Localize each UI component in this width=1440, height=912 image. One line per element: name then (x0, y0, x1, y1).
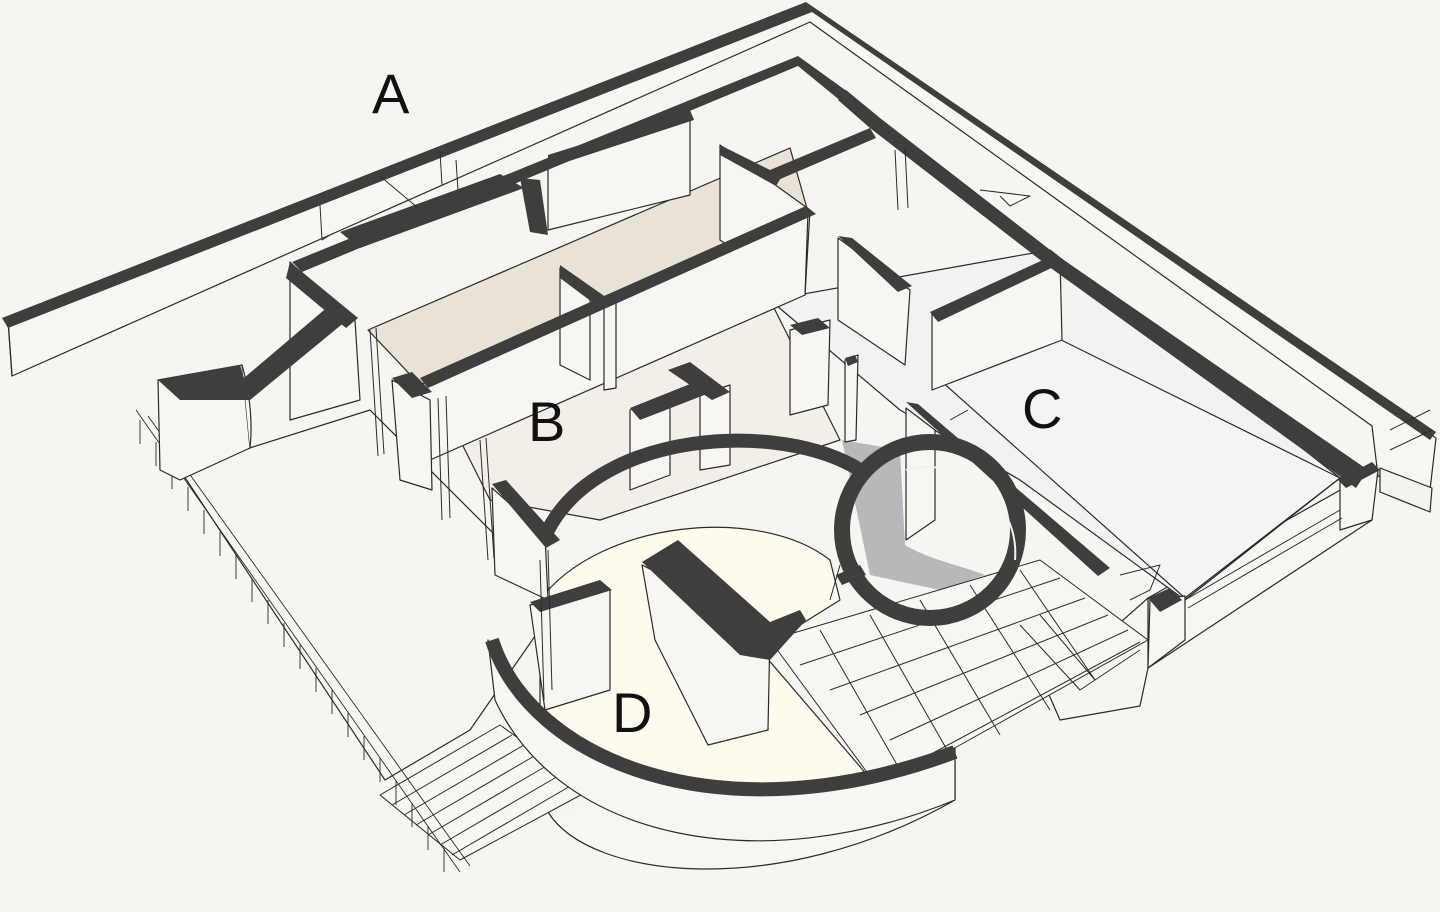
zone-label-c: C (1022, 377, 1063, 440)
zone-a-floor (179, 409, 561, 781)
detail-lines (319, 147, 1433, 701)
wall-faces (157, 114, 1379, 842)
zone-label-a: A (372, 62, 410, 125)
zone-label-b: B (528, 390, 566, 453)
wall-cuts (158, 56, 1380, 660)
zone-label-d: D (612, 681, 653, 744)
ramp-floor (842, 440, 985, 590)
curved-walls (485, 433, 1026, 797)
terrace-grid (769, 559, 1149, 791)
left-railing (135, 409, 471, 873)
outer-corridor-wall (2, 2, 1436, 440)
